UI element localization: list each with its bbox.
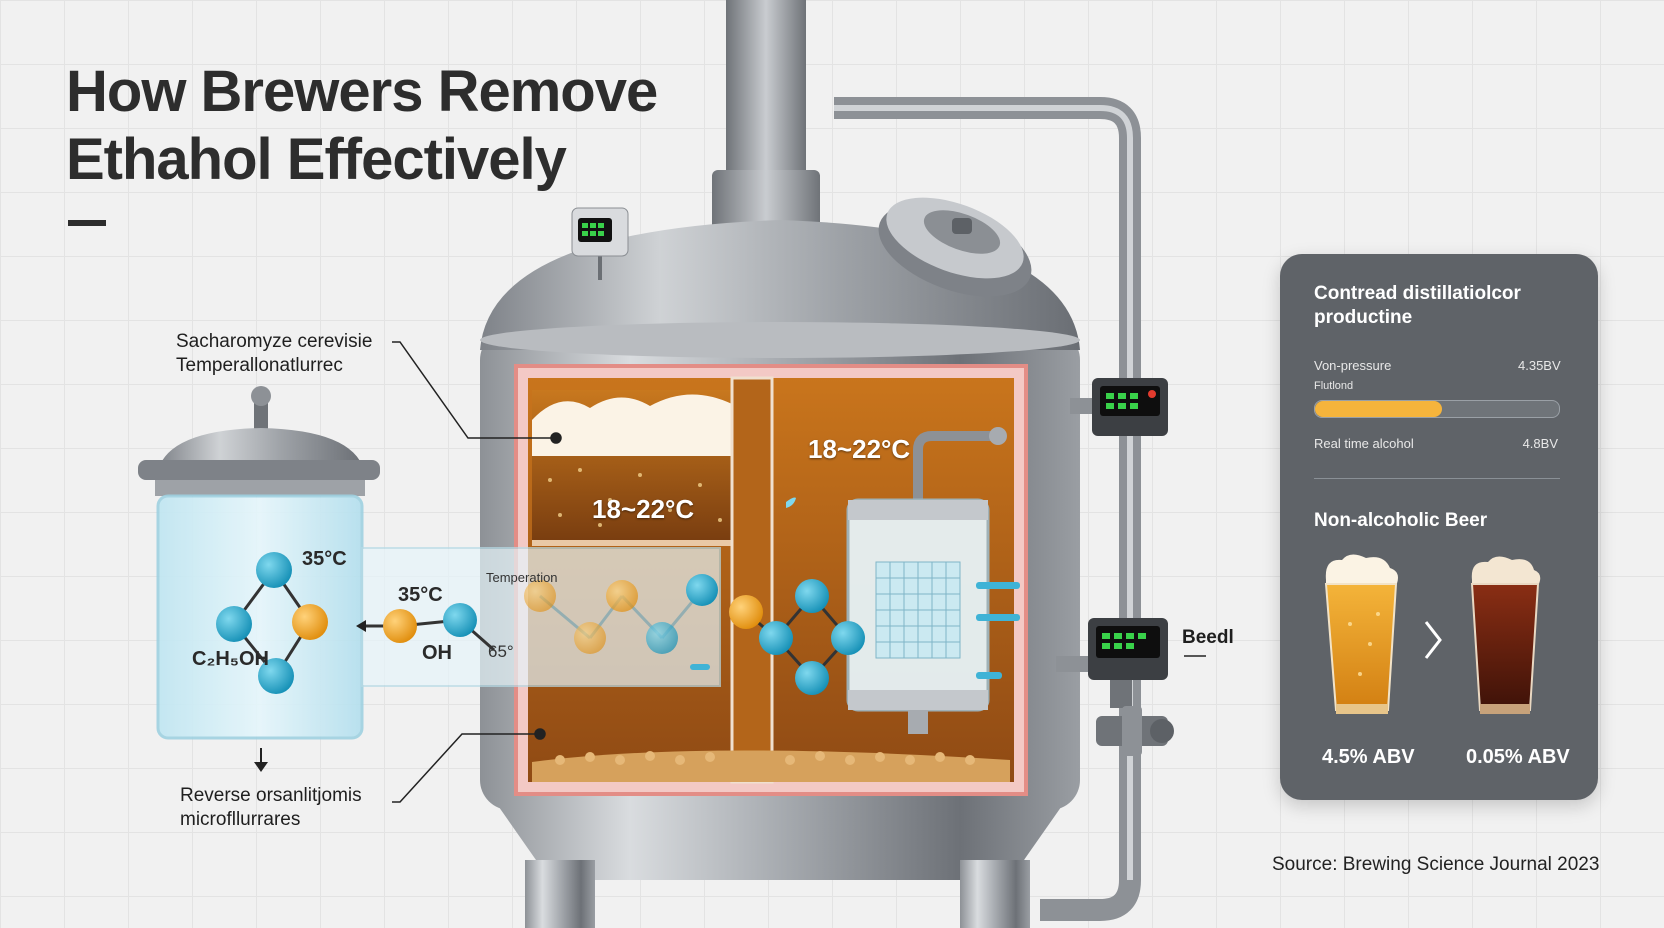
leader-lines: [392, 341, 1206, 803]
molecule-atom: [729, 595, 763, 629]
temperation-label: Temperation: [486, 570, 558, 585]
dome-hatch: [878, 197, 1032, 297]
source-caption: Source: Brewing Science Journal 2023: [1272, 854, 1600, 875]
molecule-atom: [606, 580, 638, 612]
transfer-channel: [361, 547, 721, 687]
flow-arrow: [356, 620, 366, 632]
upper-side-display: [1070, 378, 1168, 436]
molecule-atom: [574, 622, 606, 654]
molecule-atom: [686, 574, 718, 606]
compartment-shelf: [532, 540, 772, 546]
beer-abv-after: 0.05% ABV: [1466, 746, 1570, 768]
molecule-atom: [524, 580, 556, 612]
reverse-osmosis-label: Reverse orsanlitjomis microfllurrares: [180, 784, 362, 832]
foam-layer: [532, 394, 732, 456]
title-underline: [68, 220, 106, 226]
pressure-value: 4.35BV: [1518, 358, 1561, 373]
molecule-atom: [795, 661, 829, 695]
yeast-label-line-1: Sacharomyze cerevisie: [176, 331, 373, 352]
molecule-atom: [258, 658, 294, 694]
sediment-grains: [555, 751, 975, 765]
molecule-atom: [256, 552, 292, 588]
ro-label-line-1: Reverse orsanlitjomis: [180, 785, 362, 806]
ro-label-line-2: microfllurrares: [180, 809, 301, 830]
molecule-atom: [759, 621, 793, 655]
right-pipe-highlight: [834, 105, 1133, 880]
pressure-label: Von-pressure: [1314, 358, 1392, 373]
ethanol-formula: C₂H₅OH: [192, 648, 269, 670]
non-alcoholic-title: Non-alcoholic Beer: [1314, 510, 1488, 531]
compartment-divider: [730, 376, 774, 784]
molecule-atom: [216, 606, 252, 642]
beer-comparison: [1324, 554, 1541, 714]
dark-beer-glass-icon: [1470, 556, 1541, 714]
molecule-atom: [831, 621, 865, 655]
canister-temperature: 35°C: [302, 548, 347, 570]
flow-label: Flutlond: [1314, 380, 1354, 392]
panel-title: Contread distillatiolcor productine: [1314, 283, 1521, 328]
progress-fill: [1315, 401, 1442, 417]
title-line-2: Ethahol Effectively: [66, 127, 567, 192]
distillation-panel: Contread distillatiolcor productine Von-…: [1280, 254, 1598, 800]
panel-divider: [1314, 478, 1560, 479]
page-title: How Brewers Remove Ethahol Effectively: [66, 58, 658, 194]
yeast-label-line-2: Temperallonatlurrec: [176, 355, 343, 376]
droplet: [786, 497, 796, 508]
droplet: [690, 664, 710, 670]
molecule-atom: [795, 579, 829, 613]
beer-abv-before: 4.5% ABV: [1322, 746, 1415, 768]
lower-side-display: [1056, 618, 1168, 708]
alcohol-label: Real time alcohol: [1314, 436, 1414, 451]
alcohol-value: 4.8BV: [1522, 436, 1558, 451]
dome-rim: [480, 322, 1080, 358]
foam-temperature: 18~22°C: [592, 494, 695, 524]
compartment-temperature: 18~22°C: [808, 434, 911, 464]
small-temperature: 65°: [488, 642, 514, 661]
pipe-collar: [712, 170, 820, 230]
hydroxyl-label: OH: [422, 642, 452, 664]
molecule-atom: [443, 603, 477, 637]
molecule-temperature: 35°C: [398, 584, 443, 606]
amber-beer-glass-icon: [1324, 554, 1398, 714]
yeast-label: Sacharomyze cerevisie Temperallonatlurre…: [176, 330, 372, 378]
title-line-1: How Brewers Remove: [66, 59, 658, 124]
dome-thermometer: [571, 207, 629, 280]
molecule-atom: [646, 622, 678, 654]
top-pipe: [726, 0, 806, 190]
molecule-atom: [383, 609, 417, 643]
molecule-atom: [292, 604, 328, 640]
beedl-label: Beedl: [1182, 627, 1234, 648]
beer-bubbles: [548, 468, 722, 527]
chevron-right-icon: [1424, 621, 1442, 659]
glass-canister: [138, 386, 380, 740]
side-valve: [1096, 706, 1174, 756]
down-arrow: [254, 748, 268, 772]
membrane-filter: [846, 427, 1020, 734]
tank-leg-left: [525, 860, 595, 928]
tank-leg-right: [960, 860, 1030, 928]
progress-bar: [1314, 400, 1560, 418]
